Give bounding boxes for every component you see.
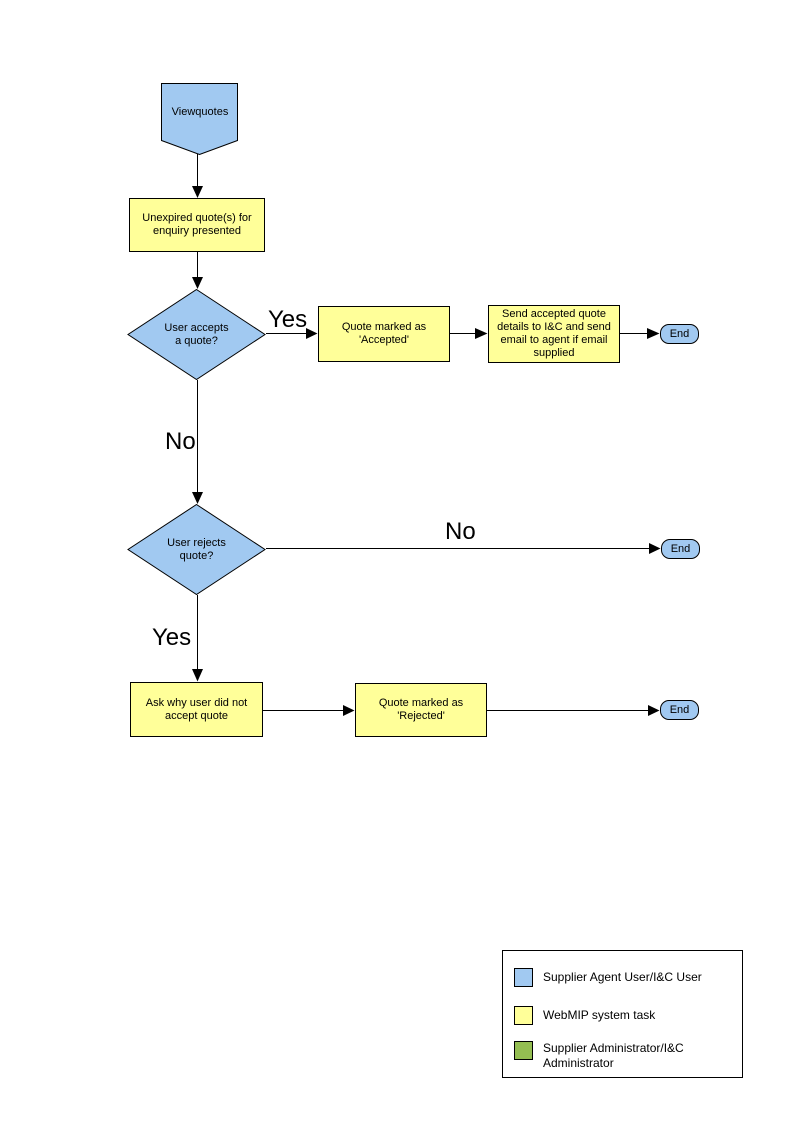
legend-label-user: Supplier Agent User/I&C User: [543, 970, 702, 984]
edge-label-rejects-yes: Yes: [152, 624, 192, 651]
arrowhead: [647, 328, 660, 339]
arrowhead: [192, 492, 203, 504]
pentagon-outline: [161, 83, 238, 155]
diamond-shape: [127, 289, 266, 380]
arrowhead: [306, 328, 318, 339]
process-unexpired-quotes-label: Unexpired quote(s) for enquiry presented: [142, 212, 252, 237]
pentagon-shape: [161, 83, 238, 155]
legend-swatch-yellow: [514, 1006, 533, 1025]
edge-label-accepts-yes: Yes: [268, 306, 308, 333]
process-send-details: Send accepted quote details to I&C and s…: [488, 305, 620, 363]
arrowhead: [192, 186, 203, 198]
process-marked-accepted: Quote marked as 'Accepted': [318, 306, 450, 362]
end-terminal-3-label: End: [669, 704, 690, 716]
edge-label-accepts-no: No: [165, 428, 196, 455]
arrowhead: [649, 543, 661, 554]
arrowhead: [648, 705, 660, 716]
legend-label-admin: Supplier Administrator/I&C Administrator: [543, 1041, 684, 1070]
end-terminal-2: End: [661, 539, 700, 559]
end-terminal-1-label: End: [669, 328, 690, 340]
diamond-outline: [127, 289, 266, 380]
start-node: Viewquotes: [161, 83, 239, 155]
start-node-label: Viewquotes: [171, 106, 229, 118]
legend-item-user: Supplier Agent User/I&C User: [514, 968, 702, 987]
legend-swatch-blue: [514, 968, 533, 987]
arrowhead: [192, 669, 203, 682]
diamond-outline: [127, 504, 266, 595]
arrowhead: [343, 705, 355, 716]
process-send-details-label: Send accepted quote details to I&C and s…: [497, 308, 611, 359]
diamond-shape: [127, 504, 266, 595]
end-terminal-1: End: [660, 324, 699, 344]
end-terminal-2-label: End: [670, 543, 691, 555]
legend-item-system: WebMIP system task: [514, 1006, 655, 1025]
legend-swatch-green: [514, 1041, 533, 1060]
process-marked-rejected-label: Quote marked as 'Rejected': [378, 697, 464, 722]
legend-item-admin: Supplier Administrator/I&C Administrator: [514, 1041, 684, 1071]
decision-user-rejects-label: User rejects quote?: [167, 536, 226, 562]
decision-user-accepts: User accepts a quote?: [127, 289, 266, 380]
process-unexpired-quotes: Unexpired quote(s) for enquiry presented: [129, 198, 265, 252]
process-ask-why-label: Ask why user did not accept quote: [145, 696, 248, 722]
decision-user-rejects: User rejects quote?: [127, 504, 266, 595]
decision-user-accepts-label: User accepts a quote?: [164, 321, 229, 347]
end-terminal-3: End: [660, 700, 699, 720]
arrowhead: [475, 328, 488, 339]
process-marked-accepted-label: Quote marked as 'Accepted': [341, 321, 427, 346]
process-ask-why: Ask why user did not accept quote: [130, 682, 263, 737]
arrowhead: [192, 277, 203, 289]
edge-label-rejects-no: No: [445, 518, 476, 545]
process-marked-rejected: Quote marked as 'Rejected': [355, 683, 487, 737]
legend-label-system: WebMIP system task: [543, 1008, 656, 1022]
legend-box: Supplier Agent User/I&C User WebMIP syst…: [502, 950, 743, 1078]
